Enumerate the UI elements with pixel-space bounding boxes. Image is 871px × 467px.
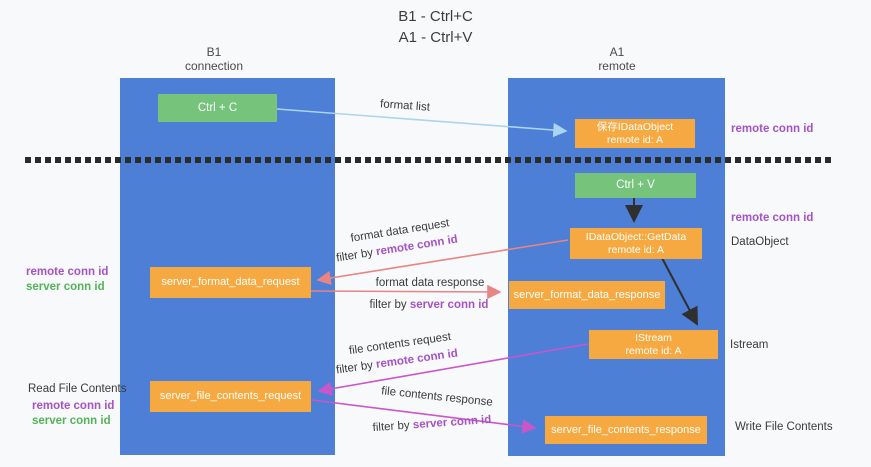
getdata-line2: remote id: A — [607, 243, 665, 256]
filter-prefix: filter by — [335, 358, 377, 377]
filter-prefix: filter by — [369, 299, 410, 311]
getdata-line1: IDataObject::GetData — [585, 230, 687, 243]
title-line-1: B1 - Ctrl+C — [398, 8, 473, 25]
write-file-contents-annotation: Write File Contents — [735, 421, 833, 433]
server-format-data-request-label: server_format_data_request — [161, 276, 300, 288]
ctrl-v-box: Ctrl + V — [575, 173, 696, 198]
save-dataobject-line2: remote id: A — [606, 133, 664, 146]
istream-line2: remote id: A — [625, 344, 682, 357]
istream-line1: IStream — [635, 331, 672, 344]
server-format-data-response-box: server_format_data_response — [509, 281, 665, 309]
save-dataobject-line1: 保存IDataObject — [596, 120, 674, 133]
right-lane-subtitle: remote — [598, 59, 636, 73]
server-conn-id-value: server conn id — [412, 413, 492, 432]
filter-prefix: filter by — [335, 246, 378, 265]
left-lane-subtitle: connection — [184, 59, 244, 73]
left-server-conn-id-bottom: server conn id — [32, 415, 111, 427]
title-line-2: A1 - Ctrl+V — [398, 29, 473, 46]
ctrl-c-label: Ctrl + C — [197, 101, 238, 114]
right-remote-conn-id-mid: remote conn id — [731, 212, 814, 224]
istream-box: IStream remote id: A — [589, 330, 718, 359]
format-data-response-arrow — [310, 284, 502, 300]
format-data-response-label: format data response — [375, 277, 485, 289]
diagram-title: B1 - Ctrl+C A1 - Ctrl+V — [0, 6, 871, 48]
server-file-contents-response-label: server_file_contents_response — [551, 423, 701, 436]
server-file-contents-response-box: server_file_contents_response — [545, 416, 707, 444]
getdata-box: IDataObject::GetData remote id: A — [570, 228, 702, 259]
left-remote-conn-id-bottom: remote conn id — [32, 400, 115, 412]
ctrl-c-box: Ctrl + C — [158, 94, 277, 122]
server-format-data-response-label: server_format_data_response — [513, 288, 661, 301]
istream-annotation: Istream — [730, 339, 769, 351]
filter-by-server-conn-id-label-1: filter by server conn id — [370, 299, 489, 311]
filter-by-server-conn-id-label-2: filter by server conn id — [372, 414, 491, 434]
filter-prefix: filter by — [372, 419, 414, 435]
right-lane-title: A1 — [609, 45, 625, 59]
left-remote-conn-id-top: remote conn id — [26, 266, 109, 278]
right-lane-header: A1 remote — [557, 45, 677, 73]
server-conn-id-value: server conn id — [409, 299, 489, 311]
server-file-contents-request-box: server_file_contents_request — [150, 381, 311, 412]
left-lane-header: B1 connection — [154, 45, 274, 73]
right-remote-conn-id-top: remote conn id — [731, 123, 814, 135]
server-file-contents-request-label: server_file_contents_request — [159, 390, 302, 402]
ctrl-v-label: Ctrl + V — [616, 179, 655, 191]
dataobject-annotation: DataObject — [731, 236, 789, 248]
server-format-data-request-box: server_format_data_request — [150, 267, 311, 298]
left-server-conn-id-top: server conn id — [26, 281, 105, 293]
save-dataobject-box: 保存IDataObject remote id: A — [575, 119, 695, 148]
dashed-separator-line — [25, 157, 835, 163]
left-lane-title: B1 — [206, 45, 222, 59]
read-file-contents-annotation: Read File Contents — [28, 383, 127, 395]
format-list-label: format list — [379, 98, 431, 114]
file-contents-response-label: file contents response — [380, 385, 494, 409]
